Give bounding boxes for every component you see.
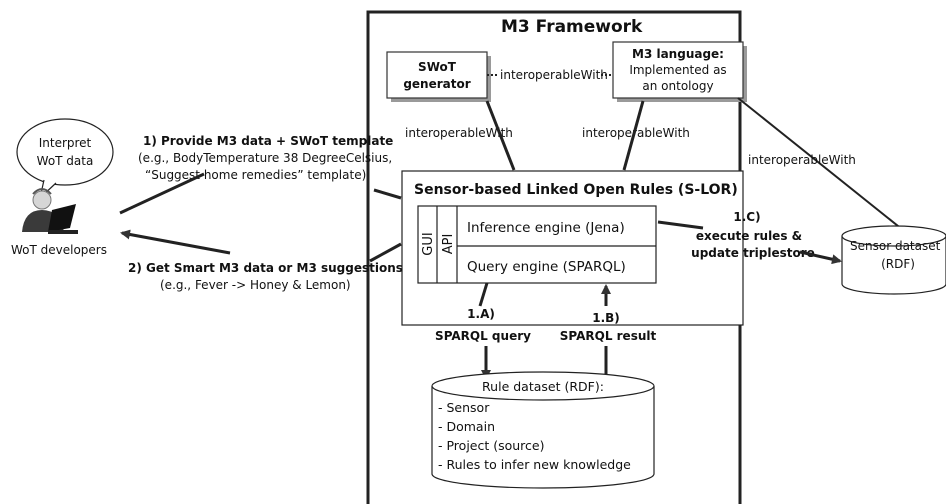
- flow1-example2: “Suggest home remedies” template): [145, 168, 366, 182]
- rule-dataset-item: - Sensor: [438, 400, 490, 415]
- flow2-example: (e.g., Fever -> Honey & Lemon): [160, 278, 351, 292]
- api-label: API: [441, 234, 456, 255]
- thought-bubble: [16, 118, 114, 186]
- step-1a-text: SPARQL query: [435, 329, 531, 343]
- thought-line1: Interpret: [39, 136, 92, 150]
- m3-slor-link: [622, 100, 645, 171]
- developer-icon: [22, 188, 78, 234]
- execute-connector: [657, 220, 704, 230]
- step-1b-text: SPARQL result: [560, 329, 657, 343]
- m3-sensor-link: [737, 97, 904, 231]
- m3-language-line3: an ontology: [642, 79, 713, 93]
- rule-dataset-cylinder: [431, 371, 655, 489]
- slor-inner-box: [417, 205, 657, 284]
- flow2-title: 2) Get Smart M3 data or M3 suggestions: [128, 261, 403, 275]
- step-1c-line2: update triplestore: [691, 246, 815, 260]
- m3-language-line2: Implemented as: [629, 63, 726, 77]
- flow2-connector: [369, 242, 402, 263]
- swot-generator-box: [386, 51, 488, 99]
- swot-generator-line2: generator: [403, 77, 470, 91]
- rule-dataset-item: - Rules to infer new knowledge: [438, 457, 631, 472]
- step-1c-line1: execute rules &: [696, 229, 802, 243]
- rule-dataset-item: - Project (source): [438, 438, 545, 453]
- step-1b-num: 1.B): [592, 311, 620, 325]
- execute-arrow: [799, 250, 842, 265]
- slor-title: Sensor-based Linked Open Rules (S-LOR): [414, 182, 738, 198]
- link-label-left: interoperableWith: [405, 126, 513, 140]
- gui-label: GUI: [421, 232, 436, 255]
- query-engine-label: Query engine (SPARQL): [467, 259, 626, 275]
- rule-dataset-title: Rule dataset (RDF):: [482, 379, 604, 394]
- swot-generator-line1: SWoT: [418, 60, 457, 74]
- sensor-dataset-line2: (RDF): [881, 257, 915, 271]
- inference-engine-label: Inference engine (Jena): [467, 220, 625, 236]
- flow2-arrow: [120, 229, 231, 255]
- flow1-title: 1) Provide M3 data + SWoT template: [143, 134, 393, 148]
- developers-label: WoT developers: [11, 243, 107, 257]
- sensor-dataset-cylinder: [841, 225, 946, 295]
- query-connector-top: [478, 282, 489, 307]
- flow1-example1: (e.g., BodyTemperature 38 DegreeCelsius,: [138, 151, 392, 165]
- link-label-far: interoperableWith: [748, 153, 856, 167]
- thought-line2: WoT data: [37, 154, 94, 168]
- sensor-dataset-line1: Sensor dataset: [850, 239, 941, 253]
- flow1-connector: [373, 188, 402, 200]
- link-label-right: interoperableWith: [582, 126, 690, 140]
- m3-language-box: [612, 41, 744, 99]
- step-1c-num: 1.C): [733, 210, 760, 224]
- step-1a-num: 1.A): [467, 307, 495, 321]
- rule-dataset-item: - Domain: [438, 419, 495, 434]
- m3-language-line1: M3 language:: [632, 47, 724, 61]
- swot-slor-link: [485, 100, 516, 171]
- framework-title: M3 Framework: [501, 17, 643, 37]
- flow1-arrow: [119, 172, 205, 215]
- link-label-top: interoperableWith: [500, 68, 608, 82]
